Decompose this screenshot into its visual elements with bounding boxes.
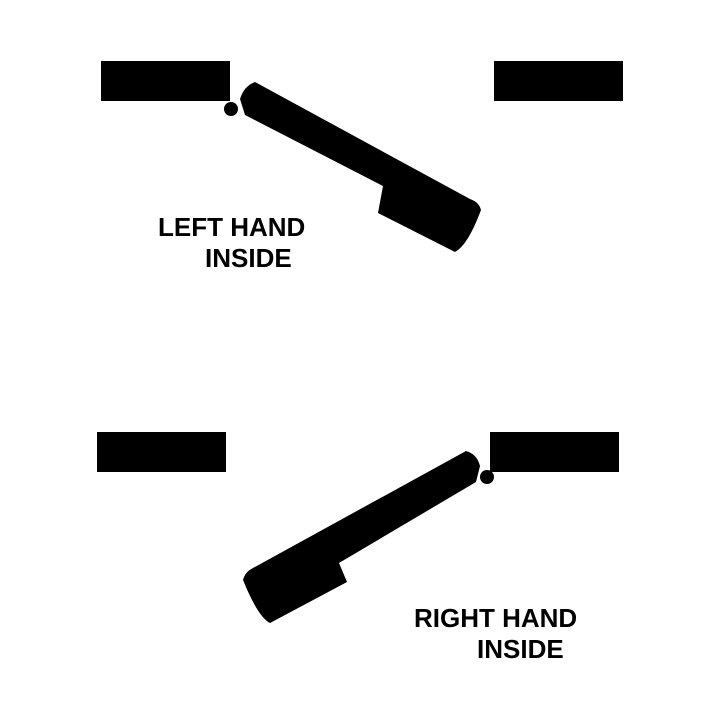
door-slab — [243, 451, 480, 623]
left-hand-inside-figure — [101, 61, 623, 252]
right-hand-label-line1: RIGHT HAND — [414, 603, 578, 633]
right-wall-segment — [494, 61, 623, 101]
left-hand-label-line2: INSIDE — [205, 243, 292, 273]
left-wall-segment — [101, 61, 230, 101]
right-wall-segment — [490, 432, 619, 472]
right-hand-label-line2: INSIDE — [477, 634, 564, 664]
left-wall-segment — [97, 432, 226, 472]
right-hand-inside-figure — [97, 432, 619, 623]
door-hinge — [480, 470, 494, 484]
door-hinge — [224, 102, 238, 116]
door-slab — [240, 82, 481, 252]
left-hand-label-line1: LEFT HAND — [158, 212, 306, 242]
